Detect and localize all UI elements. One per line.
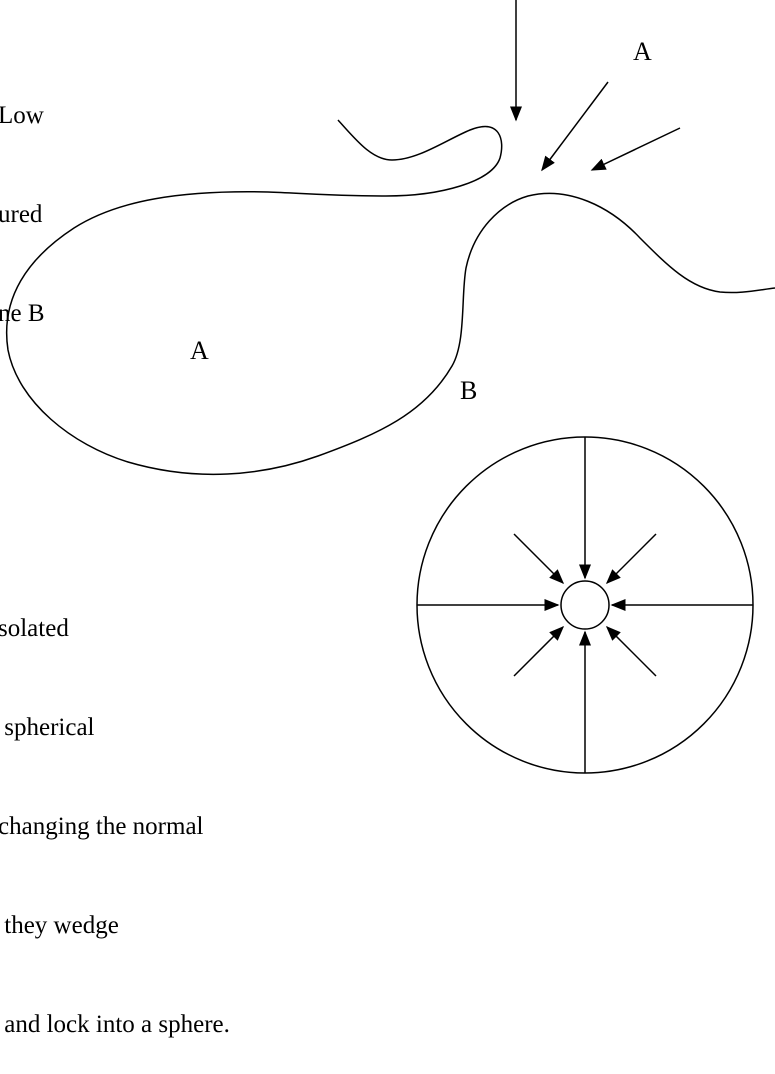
- sphere-arrow-se: [605, 625, 657, 677]
- bottom-left-text-fragment: solated spherical changing the normal th…: [0, 546, 230, 1074]
- top-left-text-fragment: Low ured ne B: [0, 33, 45, 363]
- arrow-diagonal-left: [541, 81, 609, 172]
- sphere-arrow-ne: [605, 533, 657, 585]
- top-left-line-1: Low: [0, 102, 44, 129]
- bottom-left-line-5: and lock into a sphere.: [0, 1011, 230, 1038]
- label-a-top: A: [633, 37, 652, 66]
- bottom-left-line-1: solated: [0, 615, 69, 642]
- inner-sphere-circle: [560, 580, 610, 630]
- bottom-left-line-4: they wedge: [0, 912, 119, 939]
- arrow-diagonal-right: [590, 127, 681, 171]
- bottom-left-line-3: changing the normal: [0, 813, 204, 840]
- sphere-arrow-sw: [513, 625, 565, 677]
- top-left-line-3: ne B: [0, 300, 45, 327]
- label-a-center: A: [190, 336, 209, 365]
- top-left-line-2: ured: [0, 201, 43, 228]
- upper-left-curve: [6, 119, 775, 476]
- bottom-left-line-2: spherical: [0, 714, 95, 741]
- label-b: B: [460, 376, 478, 405]
- sphere-arrow-nw: [513, 533, 565, 585]
- diagram-canvas: [6, 0, 775, 774]
